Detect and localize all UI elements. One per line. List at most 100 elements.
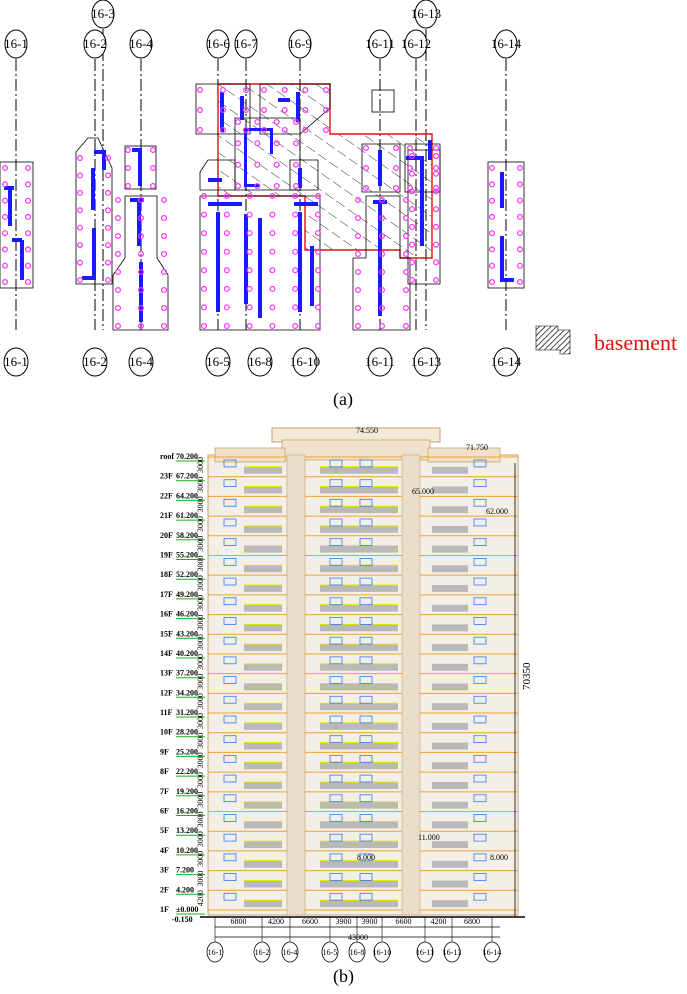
- storey-height: 3000: [196, 871, 205, 887]
- window: [223, 459, 237, 468]
- pile: [403, 305, 410, 312]
- window: [329, 873, 343, 881]
- axis-bubble-top-16-1: 16-1: [4, 29, 28, 59]
- pile: [363, 165, 370, 172]
- window: [359, 498, 373, 507]
- window: [473, 459, 487, 468]
- pile: [269, 211, 276, 218]
- elev-axis-16-4: 16-4: [281, 941, 299, 963]
- pile: [516, 230, 523, 237]
- pile: [315, 230, 322, 237]
- pile: [403, 197, 410, 204]
- axis-bubble-top-16-14: 16-14: [491, 29, 522, 59]
- elev-axis-16-10: 16-10: [373, 941, 391, 963]
- elev-top-1: 74.550: [356, 426, 378, 435]
- window: [359, 459, 373, 468]
- window: [359, 735, 373, 744]
- storey-height: 3000: [196, 575, 205, 591]
- balcony: [432, 860, 468, 868]
- axis-bubble-bottom-16-14: 16-14: [491, 347, 522, 377]
- pile: [516, 181, 523, 188]
- pile: [201, 267, 208, 274]
- pile: [409, 223, 416, 230]
- window: [223, 577, 237, 586]
- level-name: 15F: [160, 629, 173, 638]
- pile: [104, 277, 111, 284]
- pile: [254, 183, 261, 190]
- window: [473, 479, 487, 488]
- window: [223, 479, 237, 488]
- pile: [489, 197, 496, 204]
- window: [329, 892, 343, 901]
- pile: [355, 305, 362, 312]
- pile: [323, 106, 330, 113]
- pile: [1, 279, 9, 286]
- pile: [201, 230, 208, 237]
- pile: [393, 185, 400, 192]
- pile: [197, 86, 204, 93]
- balcony: [320, 486, 398, 494]
- pile: [138, 233, 145, 240]
- pile: [315, 211, 322, 218]
- pile: [433, 145, 440, 152]
- ground-elev: -0.150: [172, 915, 193, 924]
- window: [359, 656, 373, 665]
- pile: [223, 211, 230, 218]
- window: [329, 558, 343, 566]
- balcony: [320, 860, 398, 868]
- balcony: [320, 722, 398, 730]
- window: [359, 695, 373, 704]
- window: [223, 833, 237, 842]
- storey-height: 3000: [196, 831, 205, 847]
- level-elev: 67.200: [176, 472, 198, 481]
- pile: [104, 189, 111, 196]
- pile: [138, 323, 145, 330]
- pile: [114, 323, 121, 330]
- pile: [433, 165, 440, 172]
- pile: [516, 262, 523, 269]
- balcony: [244, 683, 282, 691]
- bay-width: 4200: [431, 917, 447, 926]
- level-name: 18F: [160, 570, 173, 579]
- pile: [403, 251, 410, 258]
- axis-label: 16-11: [365, 354, 395, 369]
- pile: [379, 287, 386, 294]
- level-name: 5F: [160, 826, 169, 835]
- storey-height: 3000: [196, 713, 205, 729]
- pile: [293, 140, 300, 147]
- window: [329, 755, 343, 763]
- storey-height: 3000: [196, 516, 205, 532]
- window: [473, 755, 487, 763]
- window: [223, 676, 237, 684]
- window: [223, 715, 237, 724]
- pile: [292, 285, 299, 292]
- pile: [223, 230, 230, 237]
- pile: [323, 86, 330, 93]
- axis-bubble-bottom-16-8: 16-8: [247, 347, 273, 377]
- pile: [516, 213, 523, 220]
- storey-height: 3000: [196, 654, 205, 670]
- balcony: [244, 545, 282, 553]
- pile: [201, 304, 208, 311]
- pile: [273, 140, 280, 147]
- balcony: [432, 466, 468, 474]
- pile: [409, 153, 416, 160]
- pile: [114, 287, 121, 294]
- pile: [281, 126, 288, 133]
- pile: [246, 323, 253, 330]
- axis-bubble-top-16-11: 16-11: [365, 29, 395, 59]
- window: [329, 597, 343, 606]
- pile: [161, 197, 168, 204]
- balcony: [320, 545, 398, 553]
- storey-height: 3000: [196, 457, 205, 473]
- pile: [201, 248, 208, 255]
